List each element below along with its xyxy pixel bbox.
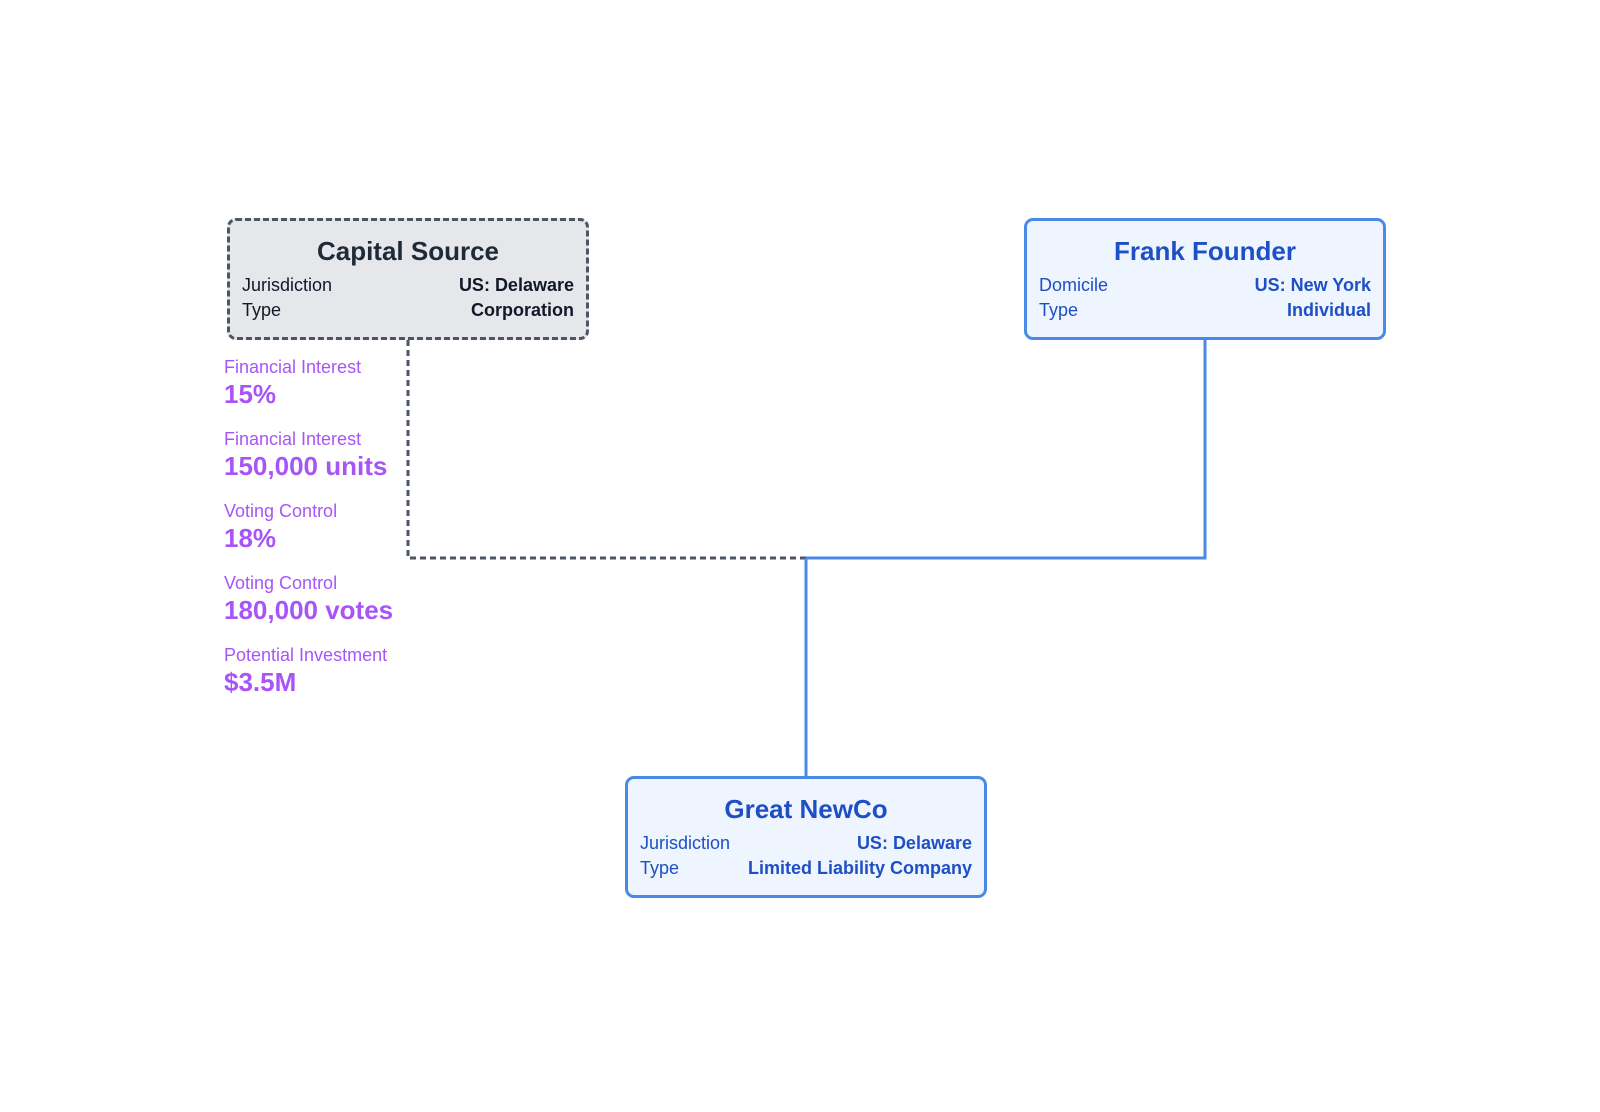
edge-metric: Voting Control 18%	[224, 500, 393, 572]
edge-metric: Financial Interest 150,000 units	[224, 428, 393, 500]
metric-label: Potential Investment	[224, 645, 388, 665]
capital-source-jurisdiction-row: Jurisdiction US: Delaware	[242, 273, 574, 298]
capital-source-connector	[406, 340, 806, 560]
row-label: Jurisdiction	[242, 275, 333, 295]
metric-label: Voting Control	[224, 573, 338, 593]
row-label: Type	[1039, 300, 1079, 320]
row-value: Limited Liability Company	[747, 858, 972, 878]
capital-source-node[interactable]: Capital Source Jurisdiction US: Delaware…	[227, 218, 589, 340]
row-label: Type	[640, 858, 680, 878]
great-newco-jurisdiction-row: Jurisdiction US: Delaware	[640, 831, 972, 856]
metric-value: 150,000 units	[224, 451, 388, 481]
frank-founder-type-row: Type Individual	[1039, 298, 1371, 323]
edge-metric: Voting Control 180,000 votes	[224, 572, 393, 644]
row-label: Type	[242, 300, 282, 320]
row-value: Corporation	[471, 300, 574, 320]
great-newco-node[interactable]: Great NewCo Jurisdiction US: Delaware Ty…	[625, 776, 987, 898]
metric-value: 18%	[224, 523, 277, 553]
frank-founder-connector	[806, 340, 1207, 560]
edge-metric: Financial Interest 15%	[224, 356, 393, 428]
edge-metric: Potential Investment $3.5M	[224, 644, 393, 716]
frank-founder-node[interactable]: Frank Founder Domicile US: New York Type…	[1024, 218, 1386, 340]
frank-founder-domicile-row: Domicile US: New York	[1039, 273, 1371, 298]
row-value: US: Delaware	[458, 275, 574, 295]
great-newco-type-row: Type Limited Liability Company	[640, 856, 972, 881]
frank-founder-title: Frank Founder	[1113, 236, 1296, 266]
capital-source-type-row: Type Corporation	[242, 298, 574, 323]
metric-label: Voting Control	[224, 501, 338, 521]
row-value: US: New York	[1254, 275, 1371, 295]
row-label: Domicile	[1039, 275, 1109, 295]
edge-metrics-list: Financial Interest 15% Financial Interes…	[224, 356, 393, 716]
row-value: Individual	[1286, 300, 1371, 320]
metric-value: 15%	[224, 379, 277, 409]
great-newco-title: Great NewCo	[724, 794, 888, 824]
metric-value: $3.5M	[224, 667, 297, 697]
row-label: Jurisdiction	[640, 833, 731, 853]
row-value: US: Delaware	[856, 833, 972, 853]
capital-source-title: Capital Source	[316, 236, 500, 266]
metric-label: Financial Interest	[224, 357, 362, 377]
metric-label: Financial Interest	[224, 429, 362, 449]
metric-value: 180,000 votes	[224, 595, 394, 625]
